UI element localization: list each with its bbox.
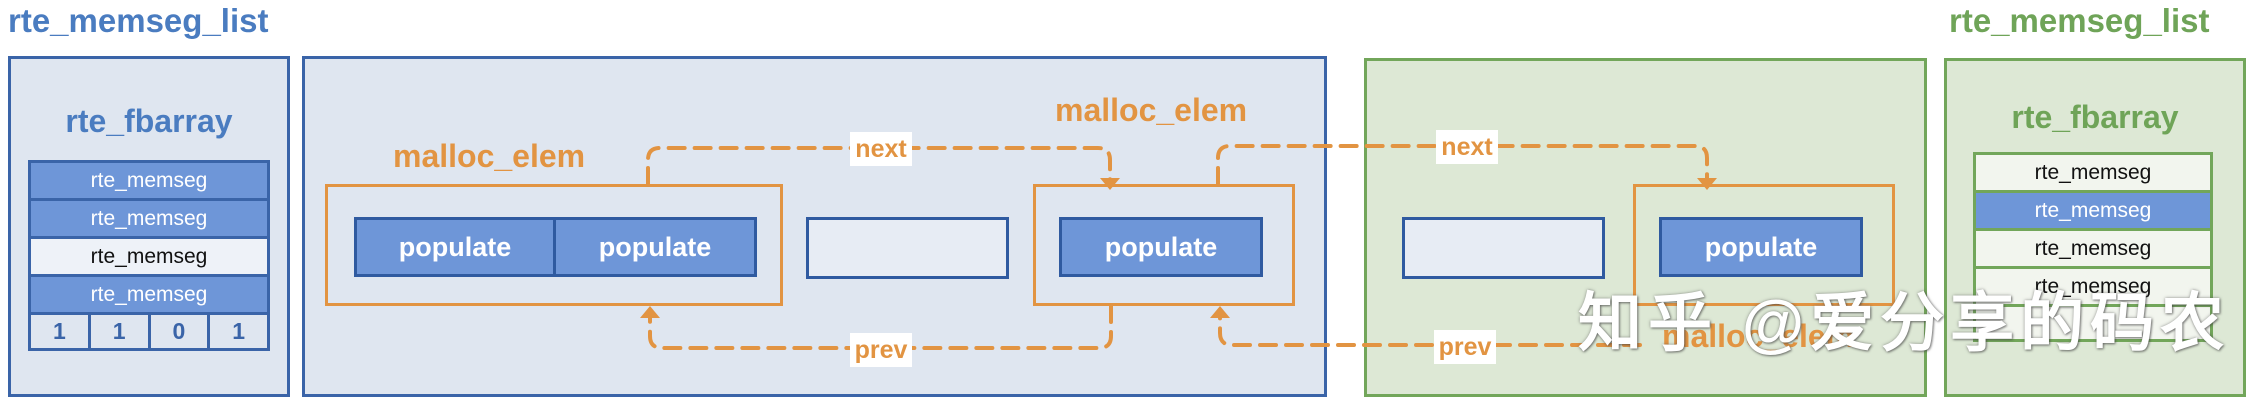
arrow-head-icon (1210, 306, 1230, 318)
bitmap-bit: 1 (31, 315, 91, 348)
left-fbarray-row: rte_memseg (31, 239, 267, 277)
left-memseg-list-title: rte_memseg_list (8, 2, 269, 39)
left-fbarray-table: rte_memseg rte_memseg rte_memseg rte_mem… (28, 160, 270, 351)
left-fbarray-row: rte_memseg (31, 277, 267, 315)
populate-block: populate (1059, 217, 1263, 277)
right-memseg-list-title: rte_memseg_list (1949, 2, 2210, 39)
left-fbarray-bitmap: 1 1 0 1 (31, 315, 267, 348)
right-fbarray-title: rte_fbarray (2011, 99, 2179, 135)
arrow-head-icon (640, 306, 660, 318)
malloc-elem-label: malloc_elem (393, 138, 586, 174)
populate-block: populate (1659, 217, 1863, 277)
empty-memseg-block (1402, 217, 1605, 279)
left-fbarray-row: rte_memseg (31, 163, 267, 201)
bitmap-bit: 1 (232, 318, 246, 344)
left-fbarray-row: rte_memseg (31, 201, 267, 239)
left-fbarray-title: rte_fbarray (65, 103, 233, 139)
next-label: next (850, 132, 912, 166)
arrow-head-icon (1697, 178, 1717, 190)
right-fbarray-row: rte_memseg (1976, 269, 2210, 307)
malloc-elem-box (325, 184, 783, 306)
populate-block: populate (553, 217, 757, 277)
right-fbarray-row: rte_memseg (1976, 193, 2210, 231)
populate-block: populate (354, 217, 556, 277)
right-fbarray-table: rte_memseg rte_memseg rte_memseg rte_mem… (1973, 152, 2213, 342)
malloc-elem-label: malloc_elem (1662, 318, 1855, 354)
malloc-elem-box (1633, 184, 1895, 306)
arrow-head-icon (1100, 178, 1120, 190)
malloc-elem-box (1033, 184, 1295, 306)
right-fbarray-row: rte_memseg (1976, 155, 2210, 193)
empty-memseg-block (806, 217, 1009, 279)
bitmap-bit: 0 (151, 315, 211, 348)
prev-link-line (1218, 310, 1642, 347)
prev-label: prev (1434, 330, 1496, 364)
prev-label: prev (850, 333, 912, 367)
malloc-elem-label: malloc_elem (1055, 92, 1248, 128)
bitmap-bit: 1 (91, 315, 151, 348)
right-fbarray-row: rte_memseg (1976, 231, 2210, 269)
next-label: next (1436, 130, 1498, 164)
watermark: 知乎 @爱分享的码农 (1578, 287, 2231, 359)
